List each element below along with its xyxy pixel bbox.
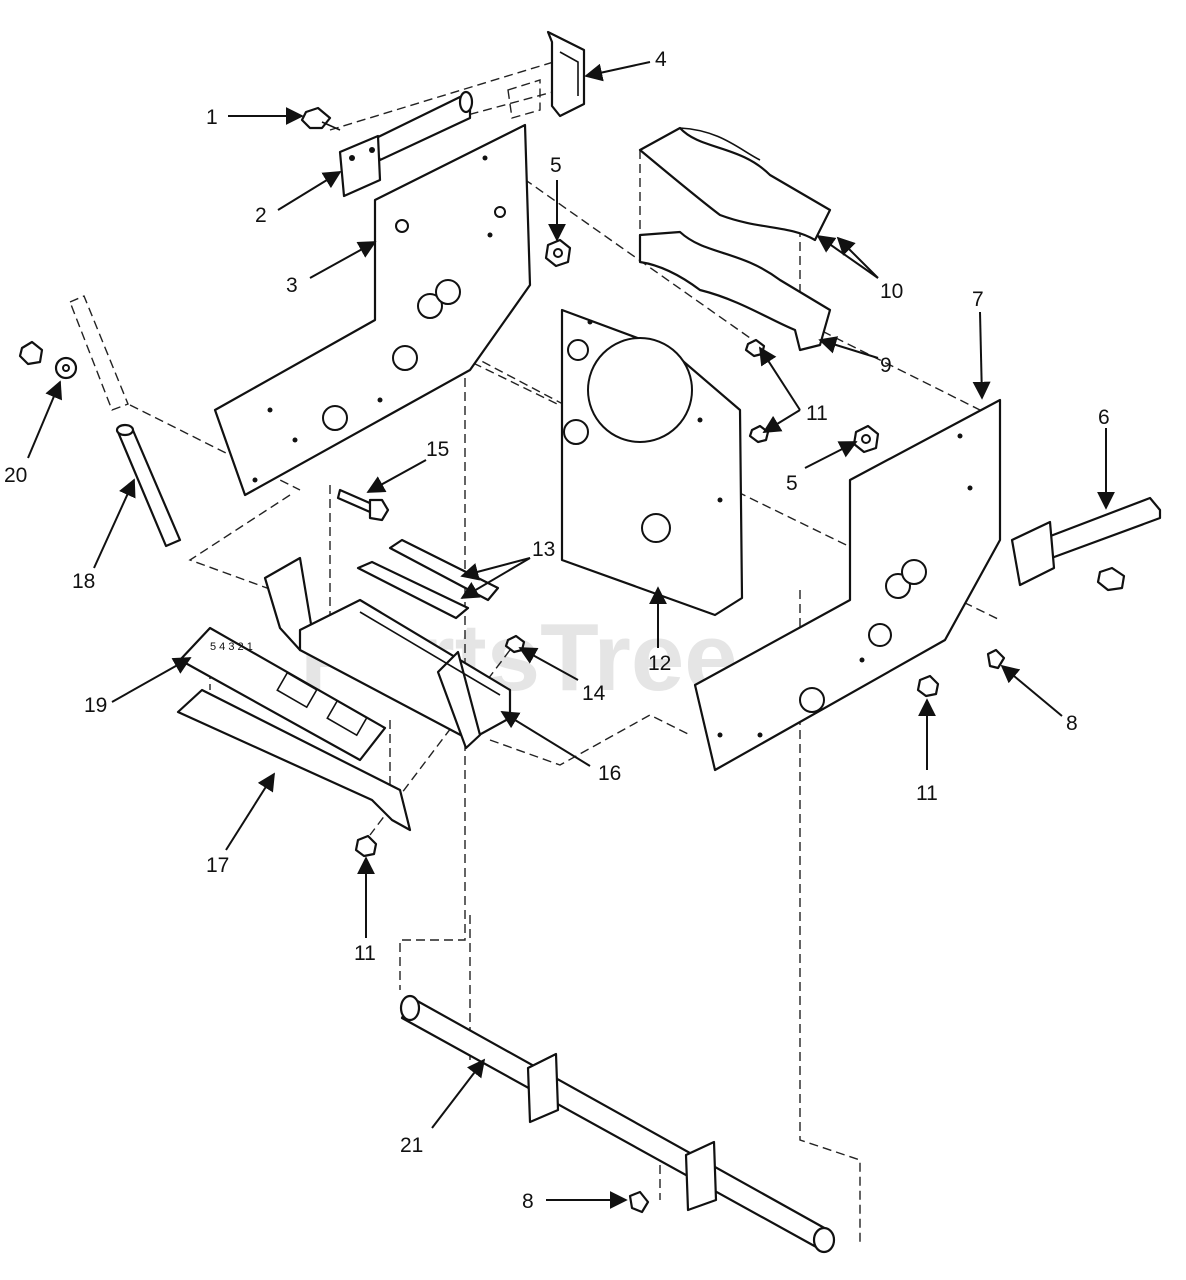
callout-6: 6	[1098, 406, 1110, 429]
shield-part-10	[638, 126, 832, 242]
callout-7: 7	[972, 288, 984, 311]
right-side-plate-part-7	[693, 398, 1002, 772]
pin-part-18	[69, 295, 182, 548]
nut-part-5-upper	[544, 238, 572, 268]
bolt-part-8-lower	[628, 1190, 650, 1214]
callout-15: 15	[426, 438, 449, 461]
callout-17: 17	[206, 854, 229, 877]
frame-bracket-part-16	[263, 556, 512, 750]
callout-11-right: 11	[916, 782, 938, 805]
callout-13: 13	[532, 538, 555, 561]
callout-1: 1	[206, 106, 218, 129]
callout-21: 21	[400, 1134, 423, 1157]
callout-9: 9	[880, 354, 892, 377]
callout-14: 14	[582, 682, 606, 705]
decal-part-19: 5 4 3 2 1	[178, 626, 387, 762]
leader-arrows	[27, 61, 1115, 1209]
callout-11-center: 11	[806, 402, 828, 425]
axle-tube-part-21	[399, 994, 836, 1254]
shaft-part-6	[1010, 496, 1162, 592]
callout-labels: 1 2 3 4 5 5 6 7 8 8 9 10 11 11 11 12 13 …	[4, 48, 1110, 1213]
callout-16: 16	[598, 762, 621, 785]
callout-19: 19	[84, 694, 107, 717]
callout-20: 20	[4, 464, 27, 487]
callout-12: 12	[648, 652, 671, 675]
nut-part-11-b	[748, 424, 770, 444]
callout-18: 18	[72, 570, 95, 593]
bracket-tube-part-2	[338, 90, 474, 198]
shield-part-9	[638, 230, 832, 352]
bolt-part-1	[300, 106, 341, 131]
step-plate-part-17	[176, 688, 412, 832]
decal-numbers: 5 4 3 2 1	[210, 641, 253, 653]
callout-8-upper: 8	[1066, 712, 1078, 735]
nut-part-11-c	[916, 674, 940, 698]
washer-nut-part-20	[18, 340, 78, 380]
callout-11-lower: 11	[354, 942, 376, 965]
callout-10: 10	[880, 280, 903, 303]
callout-4: 4	[655, 48, 667, 71]
bolt-part-15	[336, 488, 390, 522]
callout-8-lower: 8	[522, 1190, 534, 1213]
callout-5-upper: 5	[550, 154, 562, 177]
callout-5-right: 5	[786, 472, 798, 495]
callout-2: 2	[255, 204, 267, 227]
left-side-plate-part-3	[213, 123, 532, 497]
nut-part-11-a	[744, 338, 766, 358]
center-plate-part-12	[560, 308, 744, 617]
nut-part-5-right	[852, 424, 880, 454]
bracket-part-4	[507, 30, 586, 119]
bolt-part-8-upper	[986, 648, 1006, 670]
nut-part-11-d	[354, 834, 378, 858]
callout-3: 3	[286, 274, 298, 297]
